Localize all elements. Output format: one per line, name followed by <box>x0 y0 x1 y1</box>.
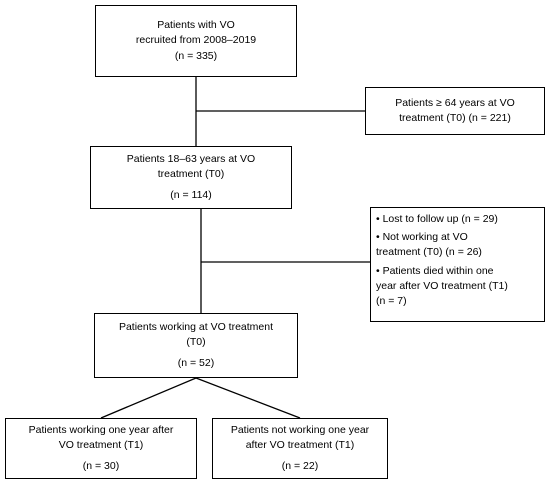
box-excluded-age: Patients ≥ 64 years at VO treatment (T0)… <box>365 87 545 135</box>
box-not-working-t1: Patients not working one year after VO t… <box>212 418 388 479</box>
excluded-item-died-line3: (n = 7) <box>376 295 407 308</box>
excluded-item-not-working: • Not working at VO treatment (T0) (n = … <box>376 230 539 260</box>
recruited-count: (n = 335) <box>174 49 218 62</box>
working-t1-line2: VO treatment (T1) <box>58 439 144 452</box>
working-line2: (T0) <box>186 336 206 349</box>
working-line1: Patients working at VO treatment <box>118 321 274 334</box>
box-working-t1: Patients working one year after VO treat… <box>5 418 197 479</box>
working-count: (n = 52) <box>177 356 215 369</box>
not-working-t1-line2: after VO treatment (T1) <box>245 439 355 452</box>
excluded-item-lost: • Lost to follow up (n = 29) <box>376 212 539 227</box>
box-working: Patients working at VO treatment (T0) (n… <box>94 313 298 378</box>
excluded-item-not-working-line2: treatment (T0) (n = 26) <box>376 246 482 259</box>
excluded-item-lost-text: • Lost to follow up (n = 29) <box>376 213 498 225</box>
excluded-item-died: • Patients died within one year after VO… <box>376 264 539 310</box>
eligible-age-line2: treatment (T0) <box>157 168 225 181</box>
working-t1-count: (n = 30) <box>82 459 120 472</box>
not-working-t1-count: (n = 22) <box>281 459 319 472</box>
not-working-t1-line1: Patients not working one year <box>230 424 370 437</box>
excluded-age-line1: Patients ≥ 64 years at VO <box>395 96 515 109</box>
box-eligible-age: Patients 18–63 years at VO treatment (T0… <box>90 146 292 209</box>
excluded-item-not-working-line1: • Not working at VO <box>376 231 468 244</box>
recruited-line2: recruited from 2008–2019 <box>135 34 257 47</box>
excluded-age-line2: treatment (T0) (n = 221) <box>399 112 511 124</box>
eligible-age-line1: Patients 18–63 years at VO <box>126 153 256 166</box>
connector-working-to-not-working-t1 <box>195 377 301 419</box>
excluded-item-died-line1: • Patients died within one <box>376 264 494 277</box>
connector-working-to-working-t1 <box>100 377 197 419</box>
box-recruited: Patients with VO recruited from 2008–201… <box>95 5 297 77</box>
recruited-line1: Patients with VO <box>157 19 235 32</box>
excluded-item-died-line2: year after VO treatment (T1) <box>376 279 508 292</box>
eligible-age-count: (n = 114) <box>170 188 212 201</box>
working-t1-line1: Patients working one year after <box>28 424 174 437</box>
box-excluded-other: • Lost to follow up (n = 29) • Not worki… <box>370 207 545 322</box>
